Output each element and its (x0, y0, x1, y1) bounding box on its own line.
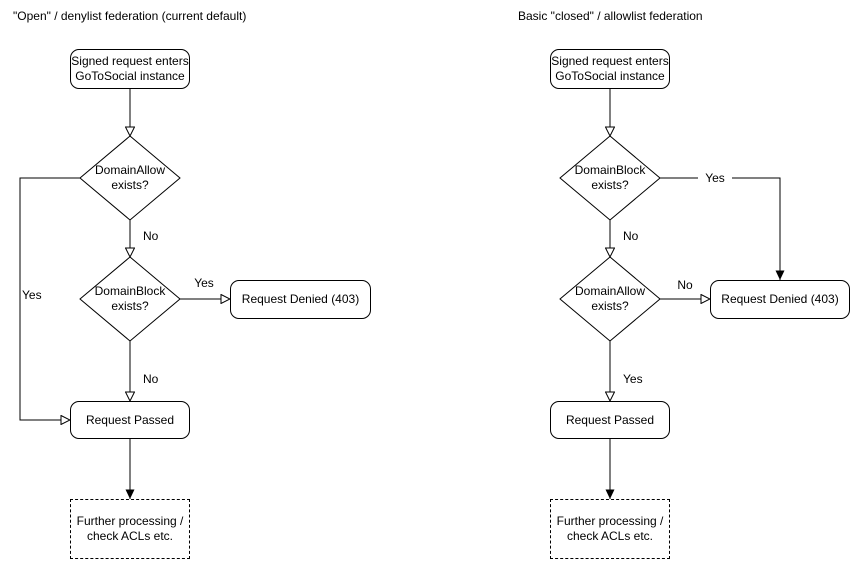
left-decision2-label: DomainBlock exists? (94, 284, 166, 313)
left-passed-node: Request Passed (70, 401, 190, 439)
edge-left-decision1-yes-to-passed (19, 177, 80, 420)
left-further-processing-node: Further processing / check ACLs etc. (70, 499, 190, 559)
left-denied-node: Request Denied (403) (230, 280, 371, 319)
right-decision1-yes-label: Yes (698, 172, 732, 184)
left-decision2-diamond (79, 256, 181, 342)
right-further-processing-node: Further processing / check ACLs etc. (550, 499, 670, 559)
left-decision1-label: DomainAllow exists? (94, 163, 166, 192)
right-passed-node: Request Passed (550, 401, 670, 439)
right-decision1-label: DomainBlock exists? (574, 163, 646, 192)
left-decision1-no-label: No (143, 229, 159, 243)
right-denied-node: Request Denied (403) (710, 280, 850, 319)
right-chart-title: Basic "closed" / allowlist federation (518, 9, 703, 23)
left-decision1-yes-label: Yes (22, 288, 42, 302)
right-start-node: Signed request enters GoToSocial instanc… (550, 49, 670, 89)
right-decision2-diamond (559, 256, 661, 342)
left-decision1-diamond (79, 135, 181, 221)
right-decision2-yes-label: Yes (623, 372, 643, 386)
right-decision1-diamond (559, 135, 661, 221)
left-chart-title: "Open" / denylist federation (current de… (13, 9, 247, 23)
left-decision2-no-label: No (143, 372, 159, 386)
left-start-node: Signed request enters GoToSocial instanc… (70, 49, 190, 89)
right-decision1-no-label: No (623, 229, 639, 243)
right-decision2-no-label: No (677, 278, 693, 292)
edge-right-decision1-yes-to-denied (660, 177, 785, 280)
right-decision2-label: DomainAllow exists? (574, 284, 646, 313)
left-decision2-yes-label: Yes (194, 276, 214, 290)
